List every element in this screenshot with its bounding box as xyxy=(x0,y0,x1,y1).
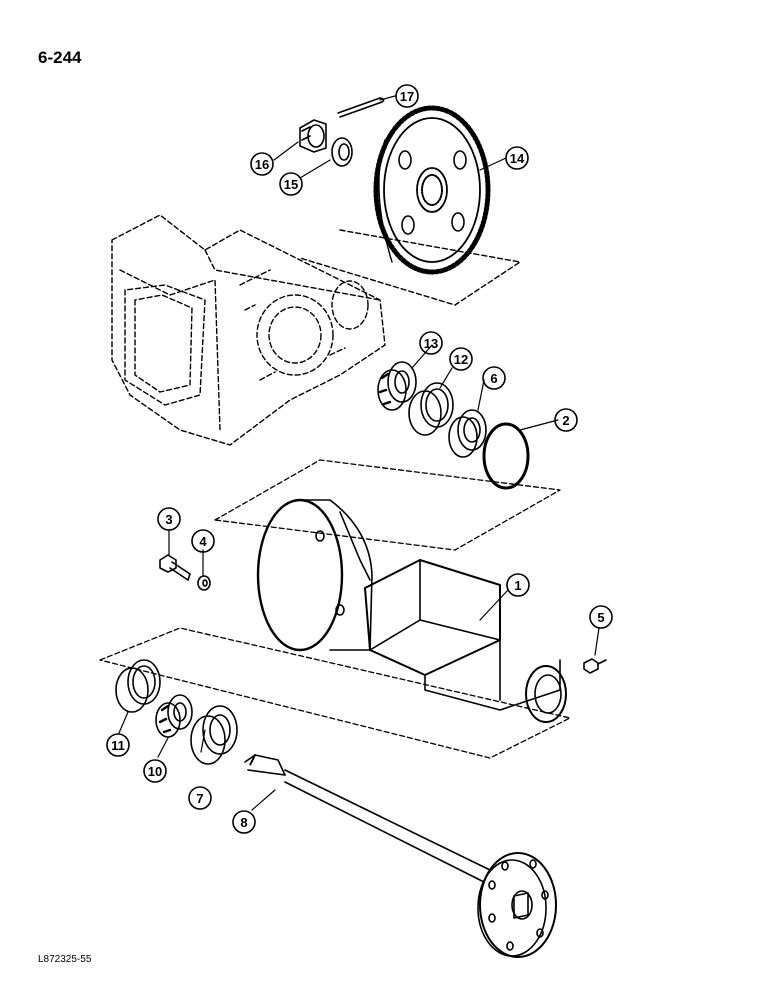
callout-10-label: 10 xyxy=(148,764,162,779)
oil-seal-lower xyxy=(190,705,238,765)
axle-housing xyxy=(256,498,567,723)
cap-screw xyxy=(159,554,191,581)
callout-13: 13 xyxy=(419,331,443,355)
callout-3-label: 3 xyxy=(165,512,172,527)
callout-3: 3 xyxy=(157,507,181,531)
lock-washer xyxy=(197,575,211,591)
bearing-cup-lower xyxy=(115,659,161,713)
figure-code: L872325-55 xyxy=(38,954,92,965)
drive-gear xyxy=(373,105,491,275)
callout-13-label: 13 xyxy=(424,336,438,351)
callout-4-label: 4 xyxy=(199,534,207,549)
callout-2: 2 xyxy=(554,408,578,432)
callout-16: 16 xyxy=(250,152,274,176)
callout-5: 5 xyxy=(589,605,613,629)
callout-10: 10 xyxy=(143,759,167,783)
axle-shaft xyxy=(244,754,557,958)
callout-14-label: 14 xyxy=(510,151,525,166)
callout-1-label: 1 xyxy=(514,578,521,593)
transmission-housing-phantom xyxy=(111,214,521,446)
callout-12: 12 xyxy=(449,347,473,371)
callout-17-label: 17 xyxy=(400,89,414,104)
washer xyxy=(331,137,353,167)
callout-15: 15 xyxy=(279,172,303,196)
callout-8-label: 8 xyxy=(240,815,247,830)
callout-15-label: 15 xyxy=(284,177,298,192)
alignment-line-lower xyxy=(99,627,571,759)
callout-8: 8 xyxy=(232,810,256,834)
castle-nut xyxy=(299,119,327,153)
callout-16-label: 16 xyxy=(255,157,269,172)
callout-6: 6 xyxy=(482,366,506,390)
callout-7: 7 xyxy=(188,786,212,810)
o-ring xyxy=(482,422,530,490)
bearing-cone-lower xyxy=(155,694,193,738)
callout-12-label: 12 xyxy=(454,352,468,367)
callout-14: 14 xyxy=(505,146,529,170)
callout-1: 1 xyxy=(506,573,530,597)
grease-fitting xyxy=(583,658,607,674)
leader-lines xyxy=(118,95,600,811)
callout-2-label: 2 xyxy=(562,413,569,428)
callout-6-label: 6 xyxy=(490,371,497,386)
callout-17: 17 xyxy=(395,84,419,108)
callout-11: 11 xyxy=(106,733,130,757)
callout-5-label: 5 xyxy=(597,610,604,625)
oil-seal xyxy=(448,409,487,458)
callout-7-label: 7 xyxy=(196,791,203,806)
bearing-cup xyxy=(408,382,454,436)
alignment-line-upper xyxy=(214,459,561,551)
callout-4: 4 xyxy=(191,529,215,553)
cotter-pin xyxy=(337,97,385,118)
callout-11-label: 11 xyxy=(111,738,125,753)
page-number: 6-244 xyxy=(38,48,82,67)
bearing-cone xyxy=(377,361,417,411)
